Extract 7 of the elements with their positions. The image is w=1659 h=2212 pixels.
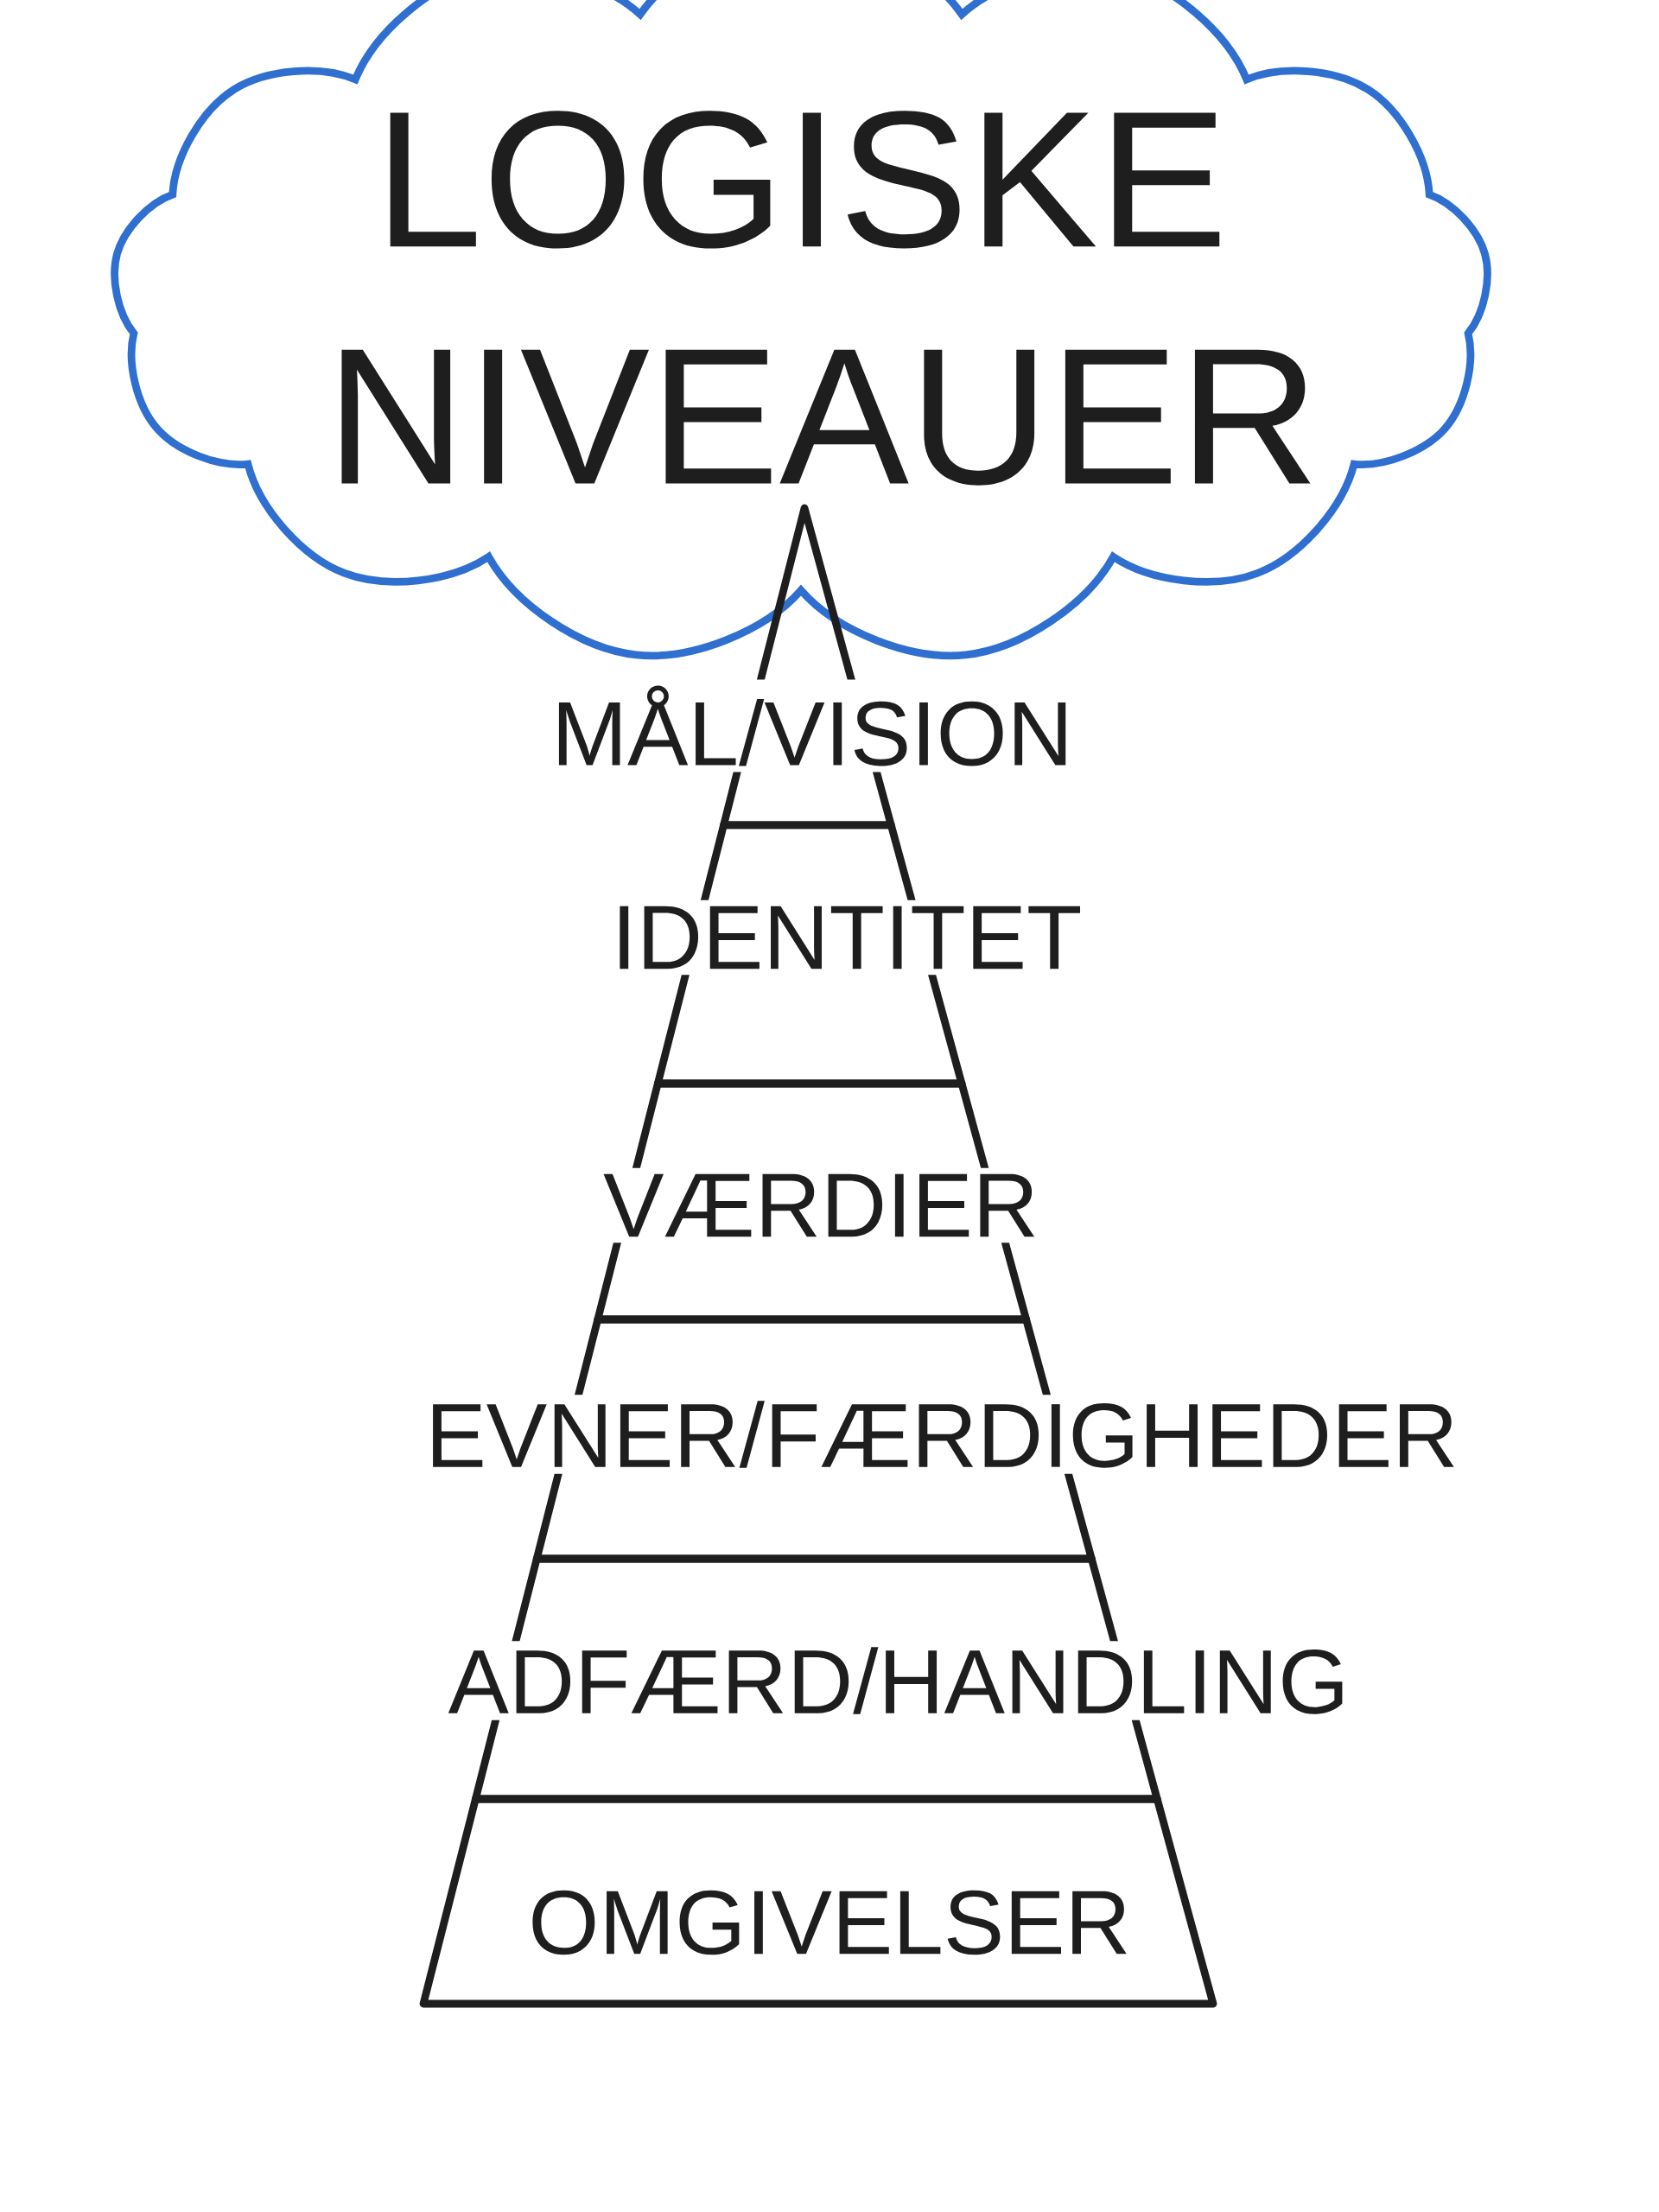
- pyramid-level: EVNER/FÆRDIGHEDER: [419, 1315, 1465, 1563]
- pyramid-level: MÅL/VISION: [545, 504, 1079, 830]
- cloud: LOGISKE NIVEAUER: [111, 0, 1491, 660]
- pyramid-level: VÆRDIER: [594, 1079, 1045, 1324]
- pyramid-level: IDENTITET: [605, 821, 1089, 1088]
- pyramid-level: ADFÆRD/HANDLING: [442, 1554, 1356, 1803]
- pyramid-level: OMGIVELSER: [419, 1795, 1217, 2008]
